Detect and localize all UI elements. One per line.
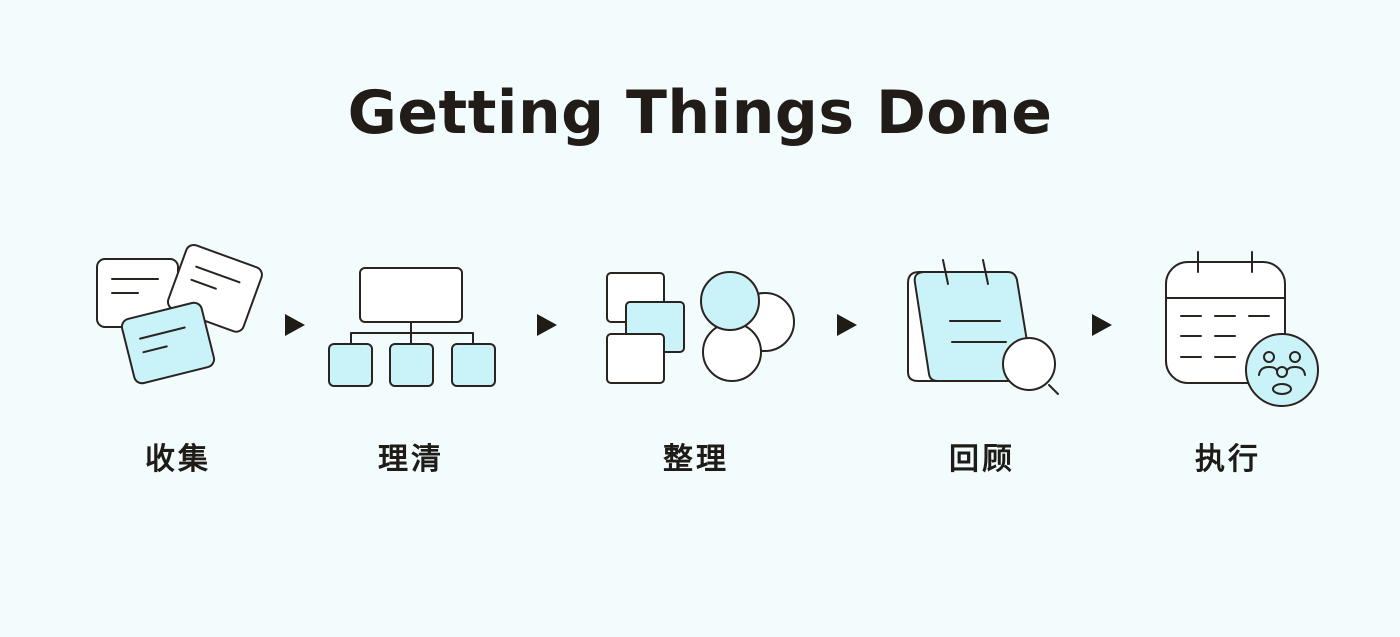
stage-label-collect: 收集 (145, 442, 211, 477)
page-title: Getting Things Done (347, 78, 1053, 148)
sorted-shapes-icon (606, 271, 795, 384)
stage-label-review: 回顾 (949, 442, 1015, 477)
stacked-notes-icon (96, 243, 263, 385)
stage-label-engage: 执行 (1195, 442, 1261, 477)
notepad-magnifier-icon (907, 259, 1059, 395)
flow-arrow (837, 314, 857, 336)
stage-label-organize: 整理 (663, 442, 729, 477)
calendar-team-icon (1165, 251, 1319, 407)
flow-arrow (285, 314, 305, 336)
flow-arrow (1092, 314, 1112, 336)
hierarchy-tree-icon (328, 267, 496, 387)
flow-arrow (537, 314, 557, 336)
stage-label-clarify: 理清 (378, 442, 444, 477)
